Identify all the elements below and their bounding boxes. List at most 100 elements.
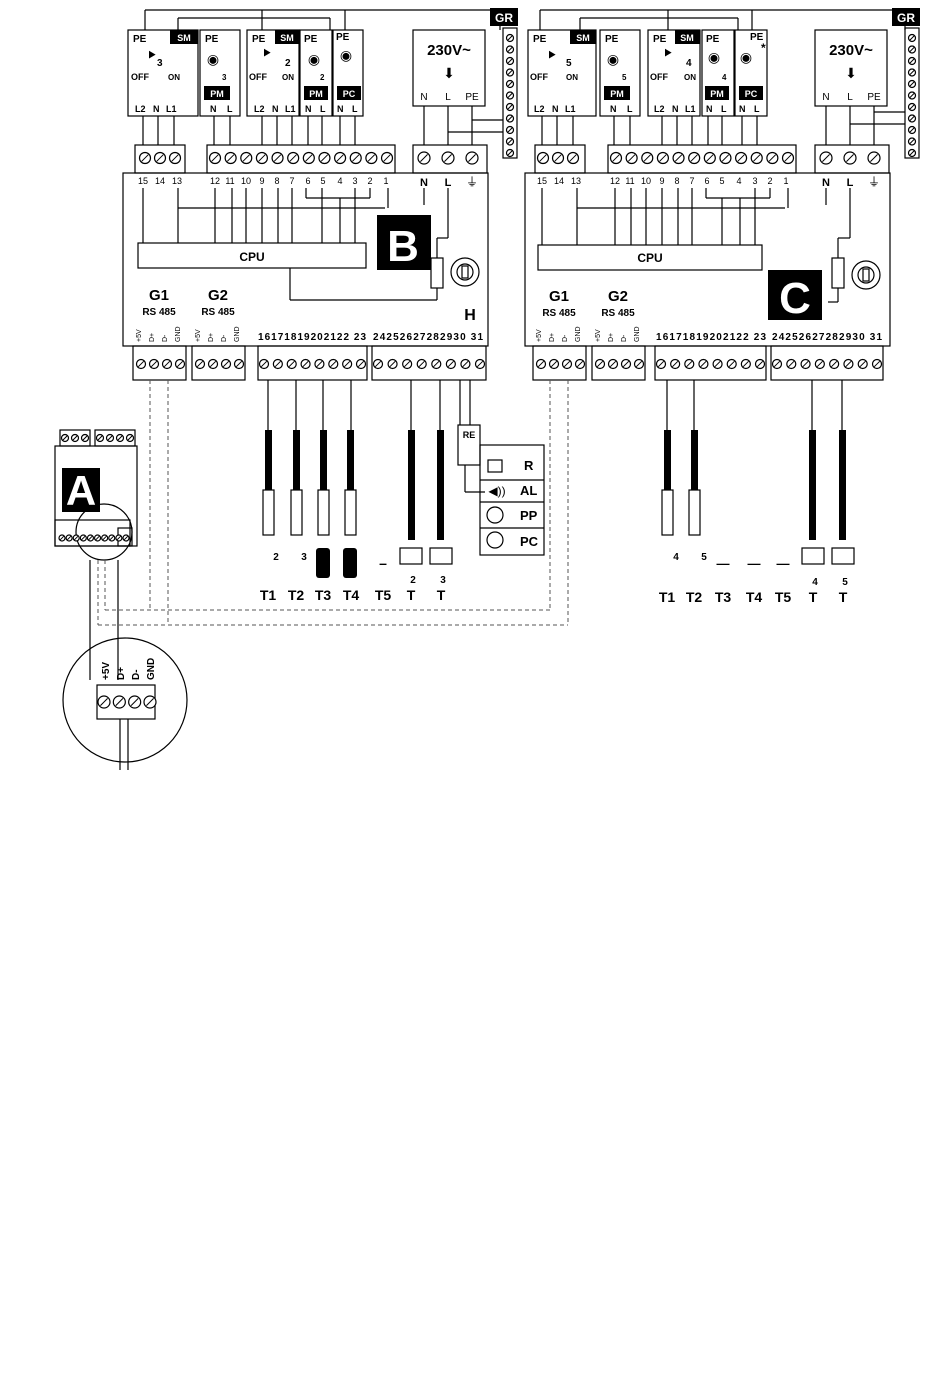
terminal-numbers-mid-c: 12 11 10 9 8 7 6 5 4 3 2 1 [610, 176, 789, 186]
terminal-screw-slot [420, 154, 428, 162]
badge-c-box [768, 270, 822, 320]
terminal-screw-slot [507, 81, 513, 87]
pump-icon-b-2: ◉ [308, 51, 320, 67]
terminal-screw-slot [316, 360, 323, 368]
output-pp: PP [520, 508, 538, 523]
ground-icon-b: ⏚ [466, 175, 478, 189]
terminal-screw-slot [873, 360, 881, 368]
sensor-num-3-b: 2 [410, 575, 416, 586]
terminal-8-b: 8 [274, 176, 279, 186]
module-2-l-c: L [627, 104, 633, 114]
module-5-star-c: * [761, 41, 766, 55]
module-1-n-c: N [552, 104, 559, 114]
terminal-screw-slot [418, 360, 425, 368]
module-3-pe-c: PE [653, 34, 667, 45]
terminal-screw-slot [576, 360, 584, 368]
module-3-on-c: ON [684, 73, 696, 82]
module-3-l1-b: L1 [285, 104, 296, 114]
zoom-pin-dminus: D- [131, 669, 142, 680]
sensor-labels-c: T1 T2 T3 T4 T5 T T [659, 589, 848, 605]
terminal-screw-slot [156, 154, 164, 162]
module-2-num-b: 3 [222, 73, 227, 82]
sensor-num-1-c: 4 [673, 552, 679, 563]
controller-b-outputs [457, 424, 545, 556]
ground-icon-c: ⏚ [868, 175, 880, 189]
terminal-screw-slot [784, 154, 792, 162]
pin-5v-g2-b: +5V [195, 329, 202, 342]
terminal-n-c: N [822, 177, 830, 189]
sensor-dashes-c: — — — [717, 556, 790, 571]
pin-dplus-g2-c: D+ [608, 333, 615, 342]
re-label: RE [463, 430, 476, 440]
module-4-n-c: N [706, 104, 713, 114]
terminal-screw-slot [563, 360, 571, 368]
terminal-screw-slot [773, 360, 781, 368]
terminal-screw-slot [289, 154, 297, 162]
terminal-14-b: 14 [155, 176, 165, 186]
terminal-screw-slot [74, 535, 79, 541]
module-1-off-c: OFF [530, 72, 548, 82]
rs485-g2-b: RS 485 [201, 307, 235, 318]
terminal-screw-slot [507, 116, 513, 121]
power-term-pe-b: PE [465, 92, 479, 103]
cpu-label-c: CPU [637, 251, 662, 265]
output-al: AL [520, 483, 537, 498]
pin-5v-g1-c: +5V [536, 329, 543, 342]
dash-t4-c: — [748, 556, 761, 571]
down-arrow-icon-b: ⬇ [443, 65, 455, 81]
terminal-screw-slot [100, 698, 108, 706]
module-1-n-b: N [153, 104, 160, 114]
module-2-num-c: 5 [622, 73, 627, 82]
sensor-t5-c: T5 [775, 589, 792, 605]
terminal-7-b: 7 [289, 176, 294, 186]
terminal-screw-slot [72, 435, 78, 441]
terminal-13-b: 13 [172, 176, 182, 186]
terminal-screw-slot [909, 47, 915, 52]
terminal-screw-slot [109, 535, 114, 541]
terminal-screw-slot [141, 154, 149, 162]
terminal-15-c: 15 [537, 176, 547, 186]
pin-5v-g2-c: +5V [595, 329, 602, 342]
g1-label-c: G1 [549, 288, 569, 305]
sensor-t-3-b: T [437, 587, 446, 603]
pin-5v-g1-b: +5V [136, 329, 143, 342]
terminal-screw-slot [242, 154, 250, 162]
terminal-screw-slot [468, 154, 476, 162]
terminal-8-c: 8 [674, 176, 679, 186]
terminal-screw-slot [659, 154, 667, 162]
module-3-n-c: N [672, 104, 679, 114]
module-2-pe-c: PE [605, 34, 619, 45]
terminal-9-c: 9 [659, 176, 664, 186]
terminal-6-b: 6 [305, 176, 310, 186]
power-term-pe-c: PE [867, 92, 881, 103]
terminal-screw-slot [258, 154, 266, 162]
module-3-off-b: OFF [249, 72, 267, 82]
module-a [54, 429, 188, 770]
terminal-screw-slot [273, 154, 282, 162]
terminal-screw-slot [507, 139, 513, 144]
modules-c: PE SM 5 OFF ON L2 N L1 PE PM 5 N L PE SM… [530, 32, 766, 114]
module-3-tag-c: SM [680, 33, 694, 43]
terminal-screw-slot [115, 698, 124, 706]
sensor-t-5-c: T [839, 589, 848, 605]
module-3-l1-c: L1 [685, 104, 696, 114]
module-3-n-b: N [272, 104, 279, 114]
terminal-screw-slot [728, 360, 735, 368]
modules-b: PE SM 3 OFF ON L2 N L1 PE PM 3 N L PE SM… [131, 32, 358, 114]
sensor-numbers-b: 2 3 2 3 [273, 552, 446, 586]
pin-dplus-g2-b: D+ [208, 333, 215, 342]
pin-gnd-g2-b: GND [234, 326, 241, 342]
terminal-screw-slot [116, 535, 122, 541]
controller-b [122, 9, 518, 430]
module-2-n-c: N [610, 104, 617, 114]
module-4-num-c: 4 [722, 73, 727, 82]
power-term-l-c: L [847, 92, 853, 103]
g2-label-c: G2 [608, 288, 628, 305]
terminal-15-b: 15 [138, 176, 148, 186]
terminal-screw-slot [171, 154, 179, 162]
terminal-12-b: 12 [210, 176, 220, 186]
sensor-num-3-c: 4 [812, 577, 818, 588]
terminal-screw-slot [622, 360, 630, 368]
module-5-pe-c: PE [750, 32, 764, 43]
terminal-screw-slot [609, 360, 617, 368]
